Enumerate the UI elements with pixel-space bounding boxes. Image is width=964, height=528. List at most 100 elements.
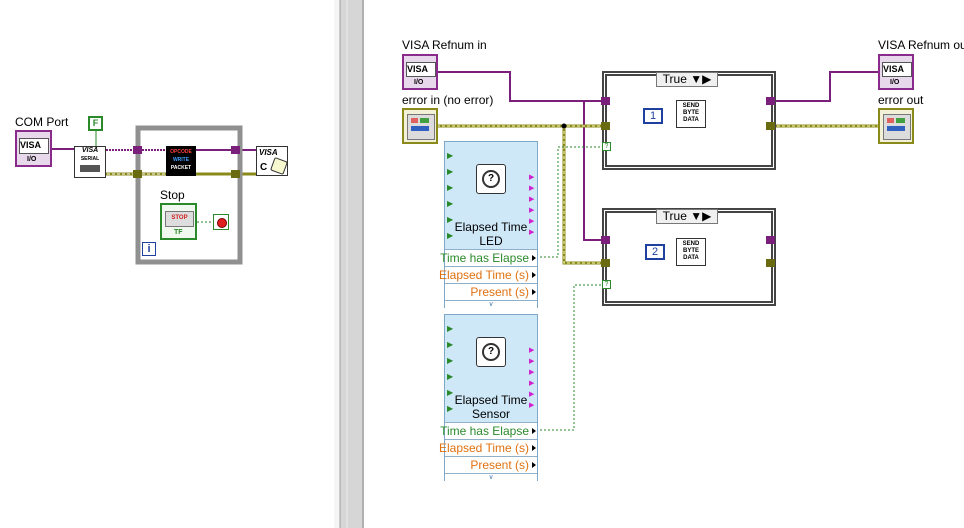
io-text: I/O [27,156,37,163]
com-port-label: COM Port [15,115,69,129]
elapsed-led-row3-text: Present (s) [470,285,529,299]
serial-port-icon [80,165,100,172]
elapsed-sensor-row-elapsed-time[interactable]: Elapsed Time (s) [439,439,537,456]
case2-tunnel-visa-out [766,236,775,244]
case1-selector-terminal: ? [602,142,611,151]
elapsed-sensor-row-time-has-elapsed[interactable]: Time has Elapse [440,422,537,439]
loop-tunnel-error-out [231,170,240,178]
elapsed-led-row1-text: Time has Elapse [440,251,529,265]
visa-close-node[interactable]: VISA C [256,146,288,176]
com-port-control[interactable]: VISA I/O [15,130,52,167]
case-selector-2-text: True [662,209,687,223]
false-const-text: F [92,118,99,128]
loop-condition-terminal[interactable] [213,214,229,230]
case2-constant[interactable]: 2 [645,244,665,260]
stop-tf-text: TF [174,229,183,236]
stop-label: Stop [160,188,185,202]
stop-if-true-icon [217,218,227,228]
visa-refnum-out-text: VISA [883,64,905,74]
elapsed-led-row-present[interactable]: Present (s) [445,283,537,300]
elapsed-led-output-arrows: ▶▶▶▶▶▶ [529,174,535,236]
elapsed-sensor-title-line1: Elapsed Time [454,393,528,407]
send-byte2-line3: DATA [683,255,699,261]
opcode-write-packet-node[interactable]: OPCODE WRITE PACKET [166,146,196,176]
visa-refnum-in-dropdown: VISA [406,62,436,77]
send-byte-data-node-2[interactable]: SEND BYTE DATA [676,238,706,266]
stopwatch-icon: ? [476,164,506,194]
stop-text: STOP [171,215,188,221]
visa-refnum-out-dropdown: VISA [882,62,912,77]
stopwatch-icon: ? [476,337,506,367]
visa-serial-line1: VISA [81,147,99,154]
elapsed-led-expand-icon[interactable]: ∨ [445,300,537,309]
elapsed-sensor-row1-text: Time has Elapse [440,424,529,438]
opcode-line3: PACKET [170,165,192,171]
case-selector-1[interactable]: True ▼▶ [656,72,718,87]
error-in-label: error in (no error) [402,93,494,107]
stop-button-terminal[interactable]: STOP TF [160,203,197,240]
visa-dropdown: VISA [19,138,49,154]
stop-button-face: STOP [165,211,194,227]
case1-tunnel-error-out [766,122,775,130]
send-byte2-line2: BYTE [682,248,699,254]
case-selector-2[interactable]: True ▼▶ [656,209,718,224]
case1-tunnel-visa-in [601,97,610,105]
elapsed-sensor-row-present[interactable]: Present (s) [445,456,537,473]
case1-constant[interactable]: 1 [643,108,663,124]
elapsed-led-row-time-has-elapsed[interactable]: Time has Elapse [440,249,537,266]
opcode-line2: WRITE [172,157,190,163]
elapsed-led-row-elapsed-time[interactable]: Elapsed Time (s) [439,266,537,283]
visa-refnum-out-label: VISA Refnum ou [878,38,964,52]
elapsed-sensor-row3-text: Present (s) [470,458,529,472]
case1-tunnel-visa-out [766,97,775,105]
send-byte2-line1: SEND [682,241,700,247]
case2-tunnel-error-in [601,259,610,267]
case1-tunnel-error-in [601,122,610,130]
send-byte-line3: DATA [683,117,699,123]
visa-serial-line2: SERIAL [80,156,100,162]
elapsed-sensor-input-arrows: ▶▶▶▶▶▶ [447,324,454,413]
send-byte-line2: BYTE [682,110,699,116]
case2-constant-text: 2 [651,246,659,258]
error-out-cluster-icon [883,114,911,140]
visa-close-c: C [260,162,268,173]
opcode-line1: OPCODE [170,149,192,155]
case2-tunnel-visa-in [601,236,610,244]
case2-selector-terminal: ? [602,280,611,289]
visa-refnum-in-io: I/O [414,79,424,86]
elapsed-led-title-line2: LED [479,234,503,248]
visa-serial-node[interactable]: VISA SERIAL [74,146,106,178]
loop-tunnel-error-in [133,170,142,178]
send-byte-data-node-1[interactable]: SEND BYTE DATA [676,100,706,128]
send-byte-line1: SEND [682,103,700,109]
elapsed-led-row2-text: Elapsed Time (s) [438,268,529,282]
visa-text: VISA [20,140,42,150]
visa-refnum-in-terminal[interactable]: VISA I/O [402,54,438,90]
visa-refnum-in-text: VISA [407,64,429,74]
visa-close-text: VISA [259,148,278,157]
elapsed-sensor-output-arrows: ▶▶▶▶▶▶ [529,347,535,409]
loop-iteration-terminal: i [142,242,156,256]
case2-tunnel-error-out [766,259,775,267]
elapsed-sensor-title-line2: Sensor [471,407,511,421]
error-out-terminal[interactable] [878,108,914,144]
visa-refnum-out-terminal[interactable]: VISA I/O [878,54,914,90]
loop-index-text: i [147,243,151,255]
elapsed-time-sensor-node[interactable]: ▶▶▶▶▶▶ ▶▶▶▶▶▶ ? Elapsed Time Sensor Time… [439,314,538,482]
elapsed-sensor-expand-icon[interactable]: ∨ [445,473,537,482]
loop-tunnel-visa-out [231,146,240,154]
visa-refnum-in-label: VISA Refnum in [402,38,487,52]
visa-refnum-out-io: I/O [890,79,900,86]
elapsed-led-input-arrows: ▶▶▶▶▶▶ [447,151,454,240]
error-out-label: error out [878,93,924,107]
case1-constant-text: 1 [649,110,657,122]
error-in-terminal[interactable] [402,108,438,144]
error-cluster-icon [407,114,435,140]
elapsed-time-led-node[interactable]: ▶▶▶▶▶▶ ▶▶▶▶▶▶ ? Elapsed Time LED Time ha… [439,141,538,309]
elapsed-sensor-row2-text: Elapsed Time (s) [438,441,529,455]
case-selector-1-text: True [662,72,687,86]
elapsed-led-title-line1: Elapsed Time [454,220,528,234]
loop-tunnel-visa-in [133,146,142,154]
false-constant[interactable]: F [88,116,103,131]
close-hand-icon [270,157,288,175]
